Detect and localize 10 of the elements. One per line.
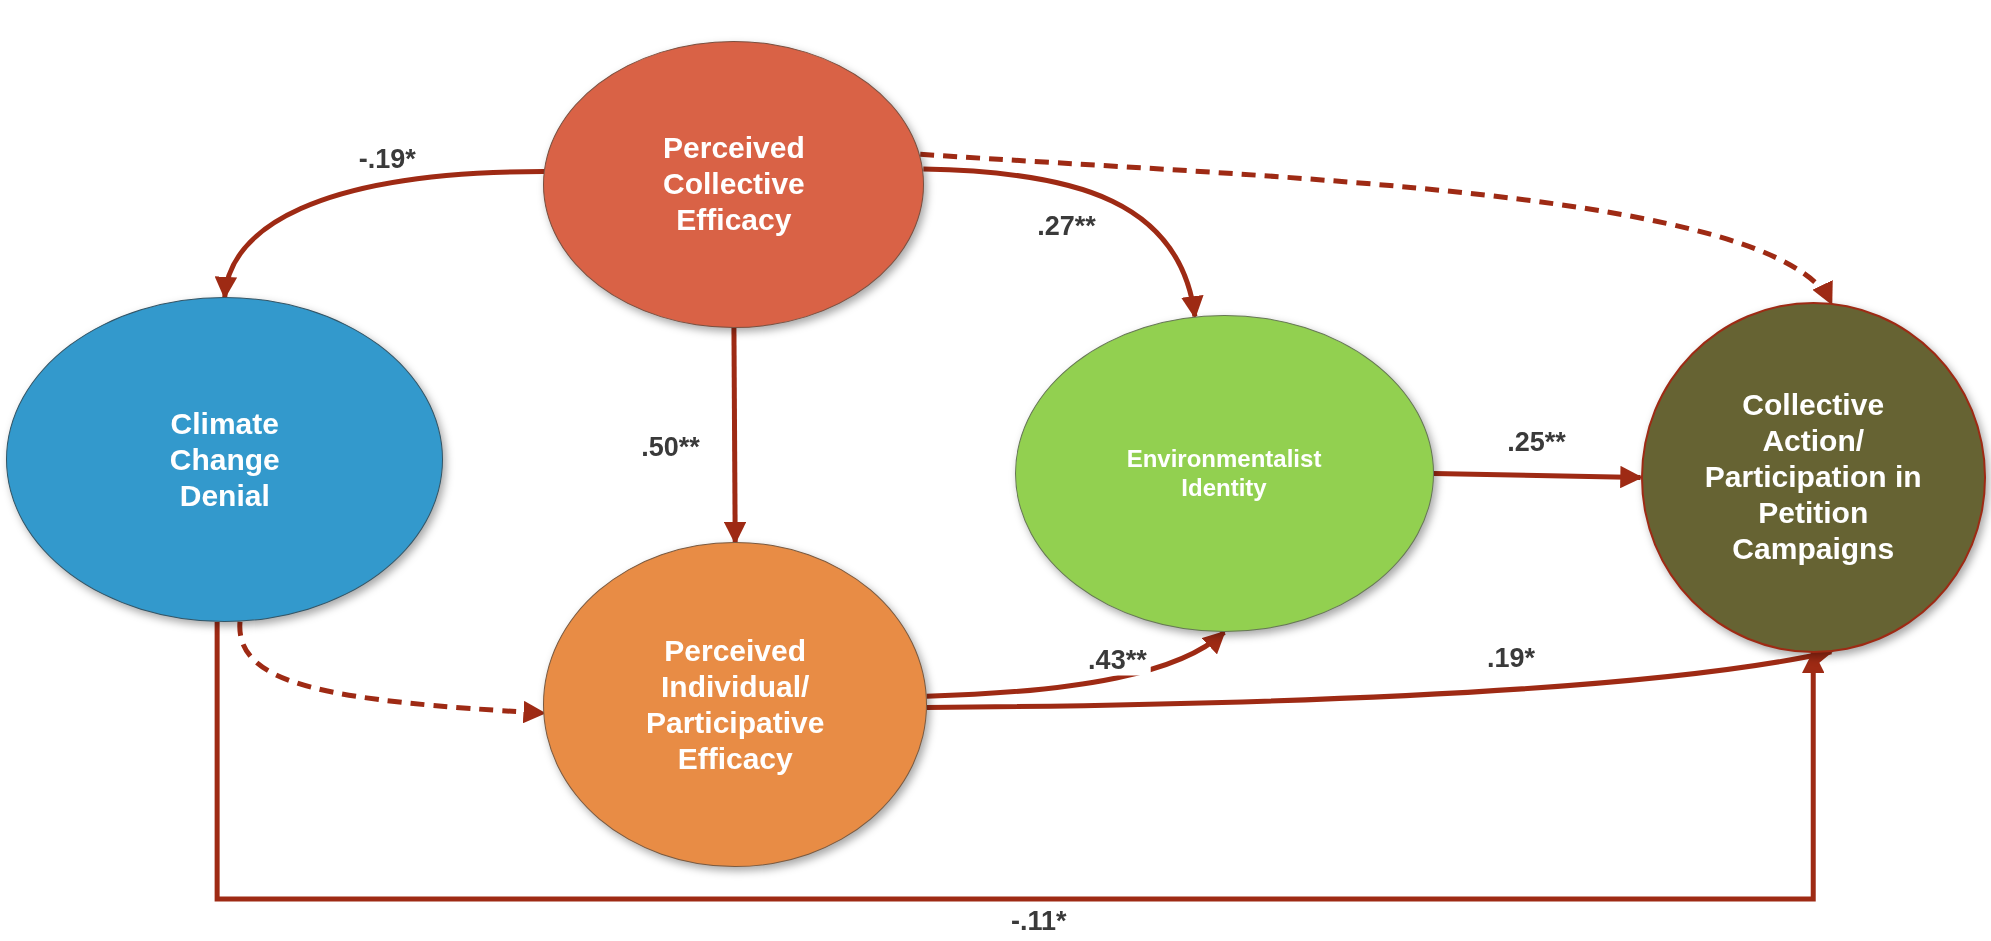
node-label: Environmentalist Identity xyxy=(1125,444,1323,503)
dashed-arrow xyxy=(237,621,546,724)
arrow xyxy=(923,166,1202,319)
node-label: Collective Action/ Participation in Petition Campaigns xyxy=(1703,387,1923,568)
dashed-arrow xyxy=(920,151,1834,305)
node-label: Perceived Individual/ Participative Efficacy xyxy=(644,632,826,777)
node-label: Climate Change Denial xyxy=(168,405,281,514)
node-label: Perceived Collective Efficacy xyxy=(662,130,806,239)
arrow xyxy=(214,622,1825,902)
arrow xyxy=(926,630,1226,699)
